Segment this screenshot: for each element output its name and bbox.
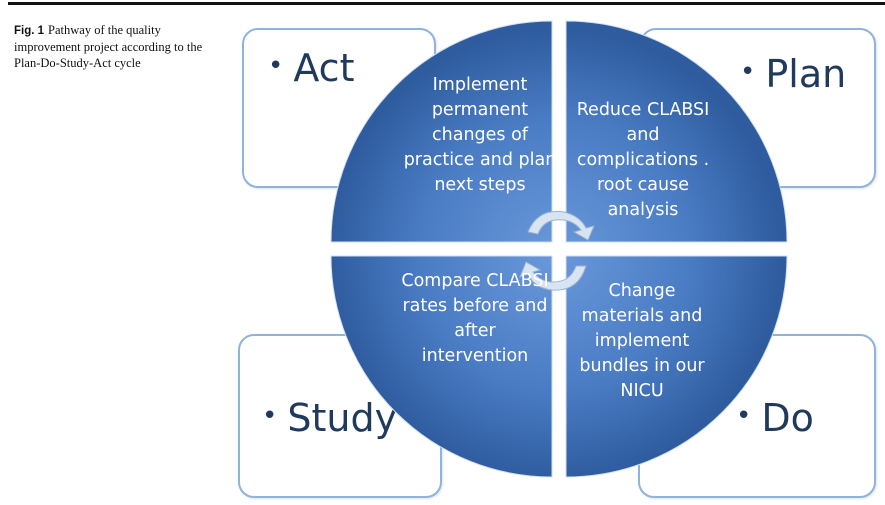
act-quadrant-text: Implement permanent changes of practice … [403,75,557,195]
top-rule [8,2,885,5]
do-label-text: Do [761,396,814,440]
act-label: • Act [268,46,354,90]
figure-label: Fig. 1 [14,25,45,37]
do-label: • Do [736,396,814,440]
study-label: • Study [262,396,397,440]
act-label-text: Act [293,46,355,90]
cycle-arrow-icon [519,210,595,291]
bullet-icon: • [268,51,284,81]
do-quadrant-text: Change materials and implement bundles i… [579,281,705,401]
bullet-icon: • [740,57,756,87]
plan-label: • Plan [740,52,846,96]
plan-label-text: Plan [765,52,847,96]
act-quadrant [330,20,553,243]
study-quadrant [330,255,553,478]
plan-quadrant-text: Reduce CLABSI and complications . root c… [576,100,710,220]
plan-quadrant [565,20,788,243]
study-quadrant-text: Compare CLABSI rates before and after in… [401,271,549,366]
study-label-text: Study [287,396,398,440]
bullet-icon: • [262,401,278,431]
do-quadrant [565,255,788,478]
bullet-icon: • [736,401,752,431]
figure-caption-text: Pathway of the quality improvement proje… [14,23,203,70]
